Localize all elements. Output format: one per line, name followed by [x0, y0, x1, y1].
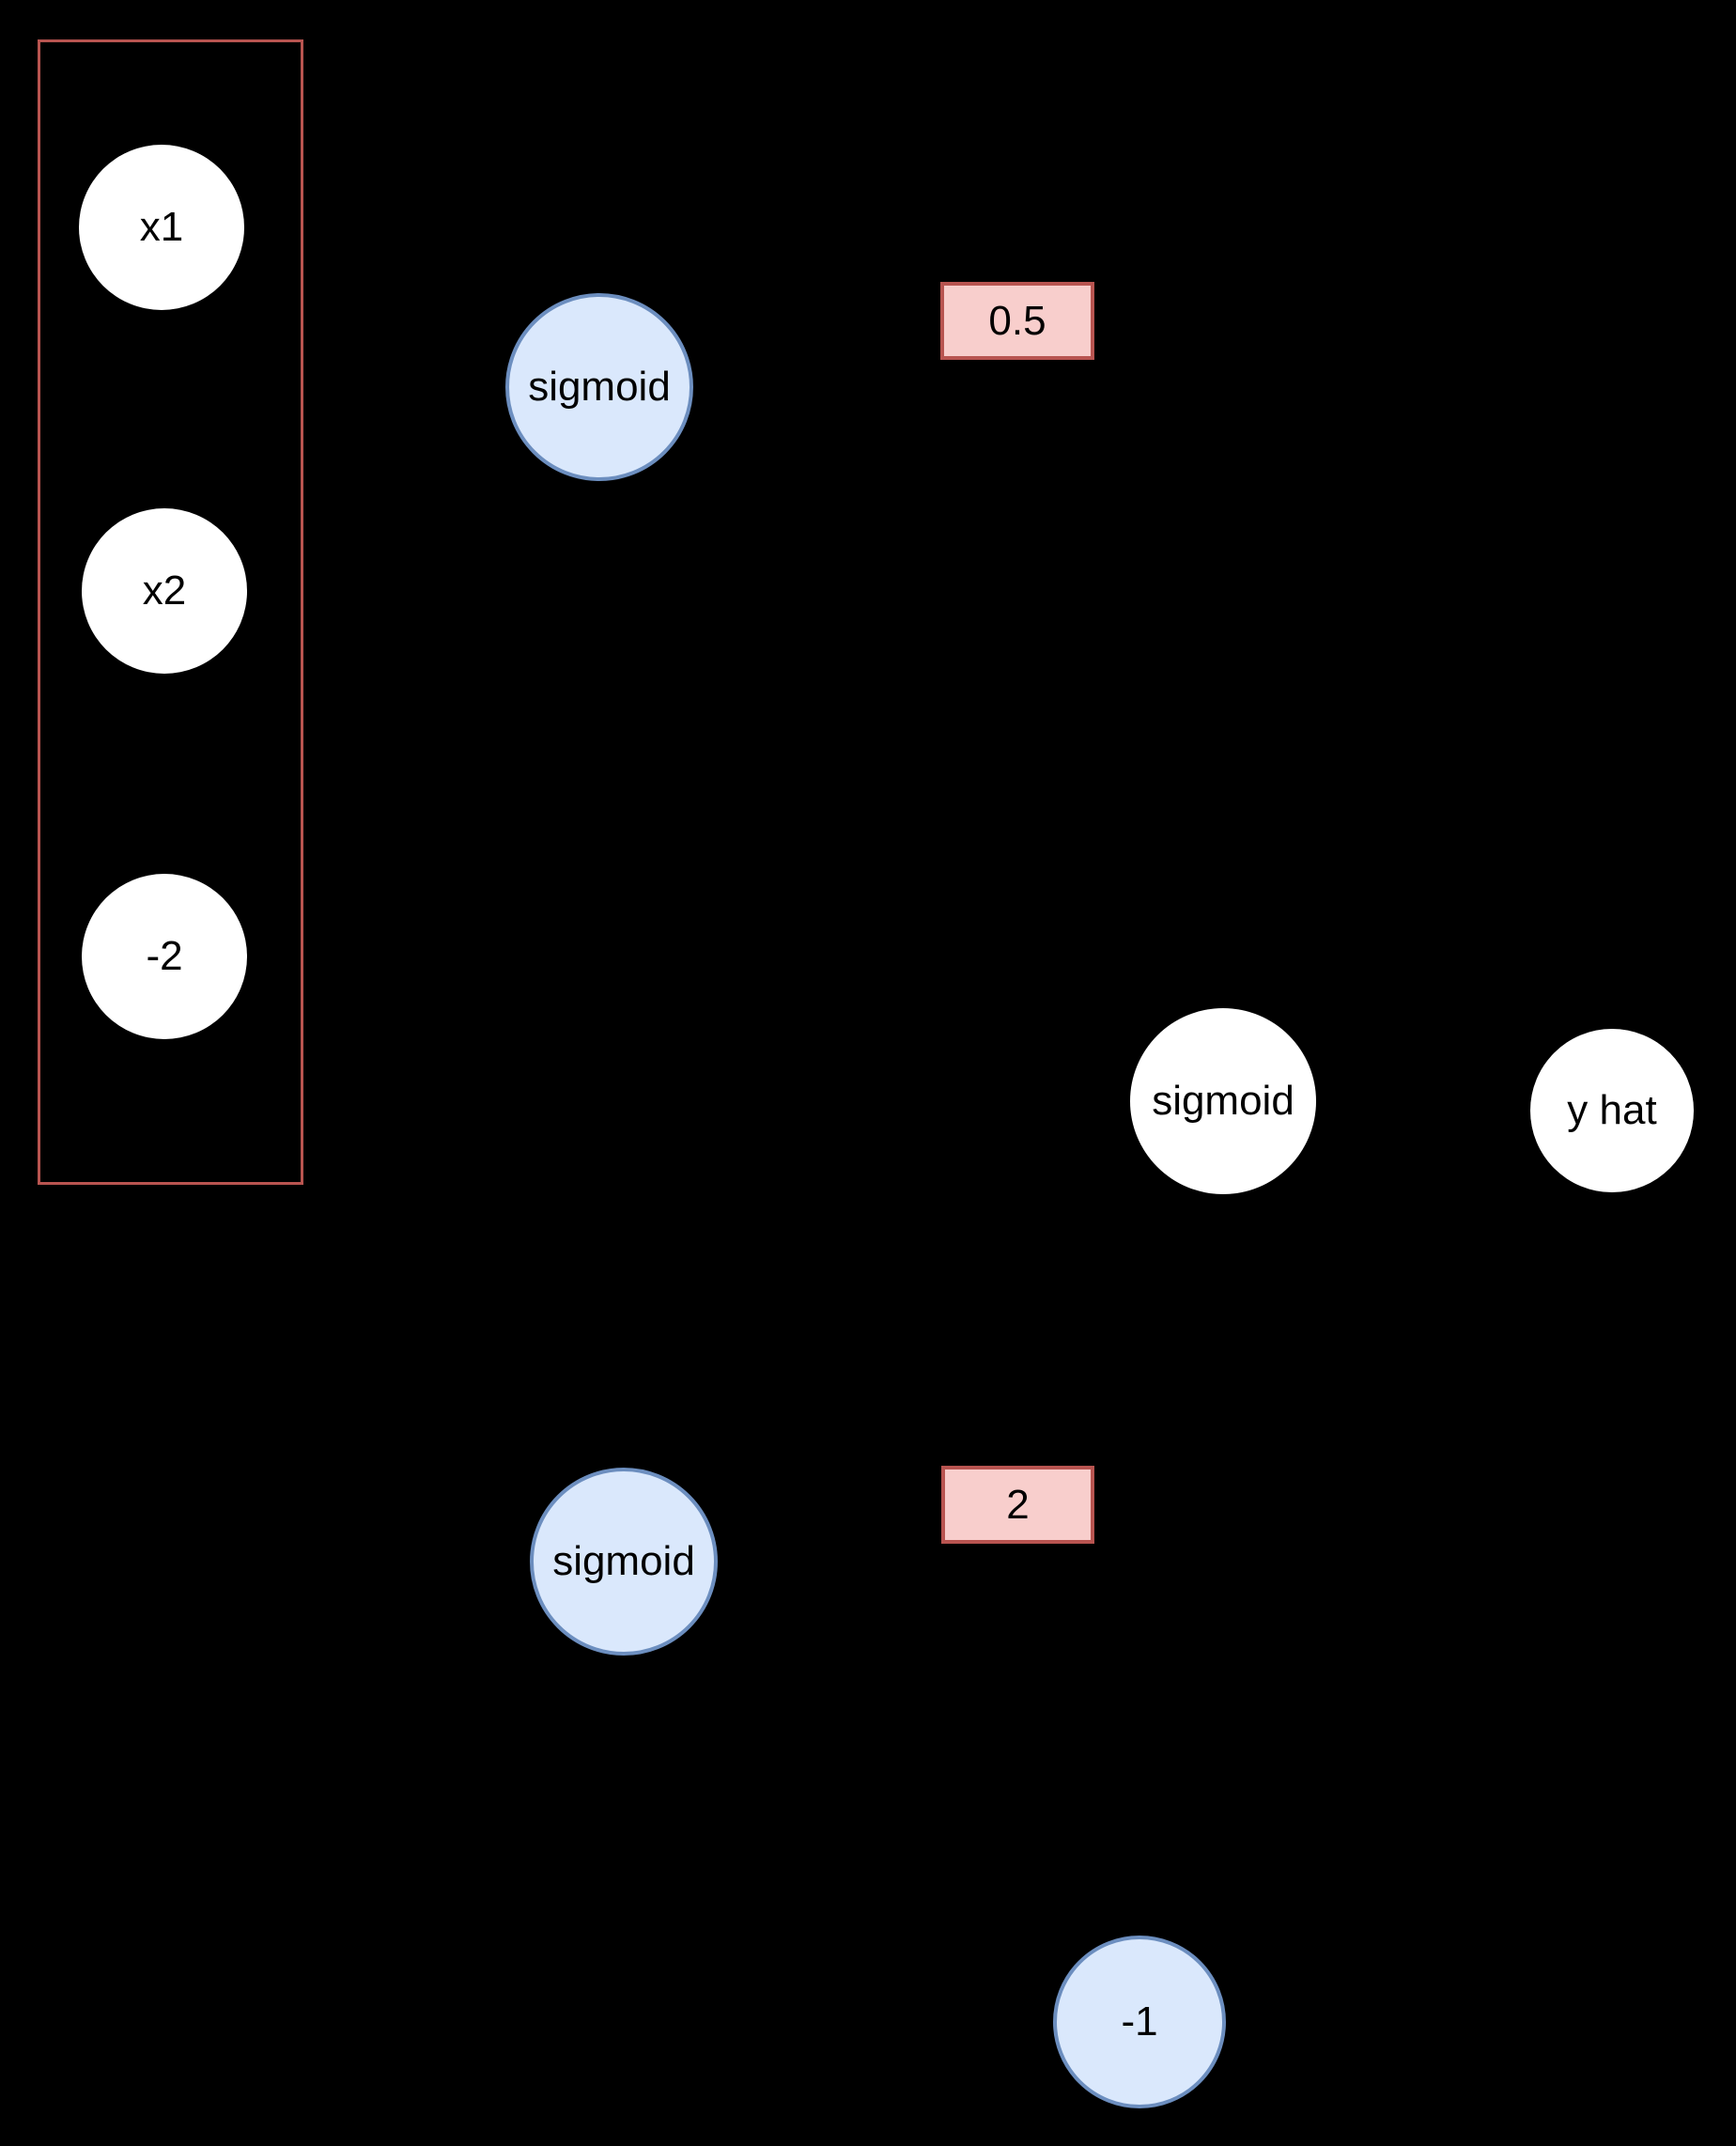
input-bias-node: -2 [82, 874, 247, 1039]
input-node-x2: x2 [82, 508, 247, 674]
output-prediction-node: y hat [1530, 1029, 1694, 1192]
output-bias-node: -1 [1053, 1936, 1226, 2108]
weight-label-2: 2 [941, 1466, 1094, 1544]
hidden-activation-node-1: sigmoid [505, 293, 693, 481]
weight-label-1: 0.5 [940, 282, 1094, 360]
hidden-activation-node-2: sigmoid [530, 1468, 718, 1656]
input-group-box [38, 39, 303, 1185]
output-activation-node: sigmoid [1130, 1008, 1316, 1194]
input-node-x1: x1 [79, 145, 244, 310]
